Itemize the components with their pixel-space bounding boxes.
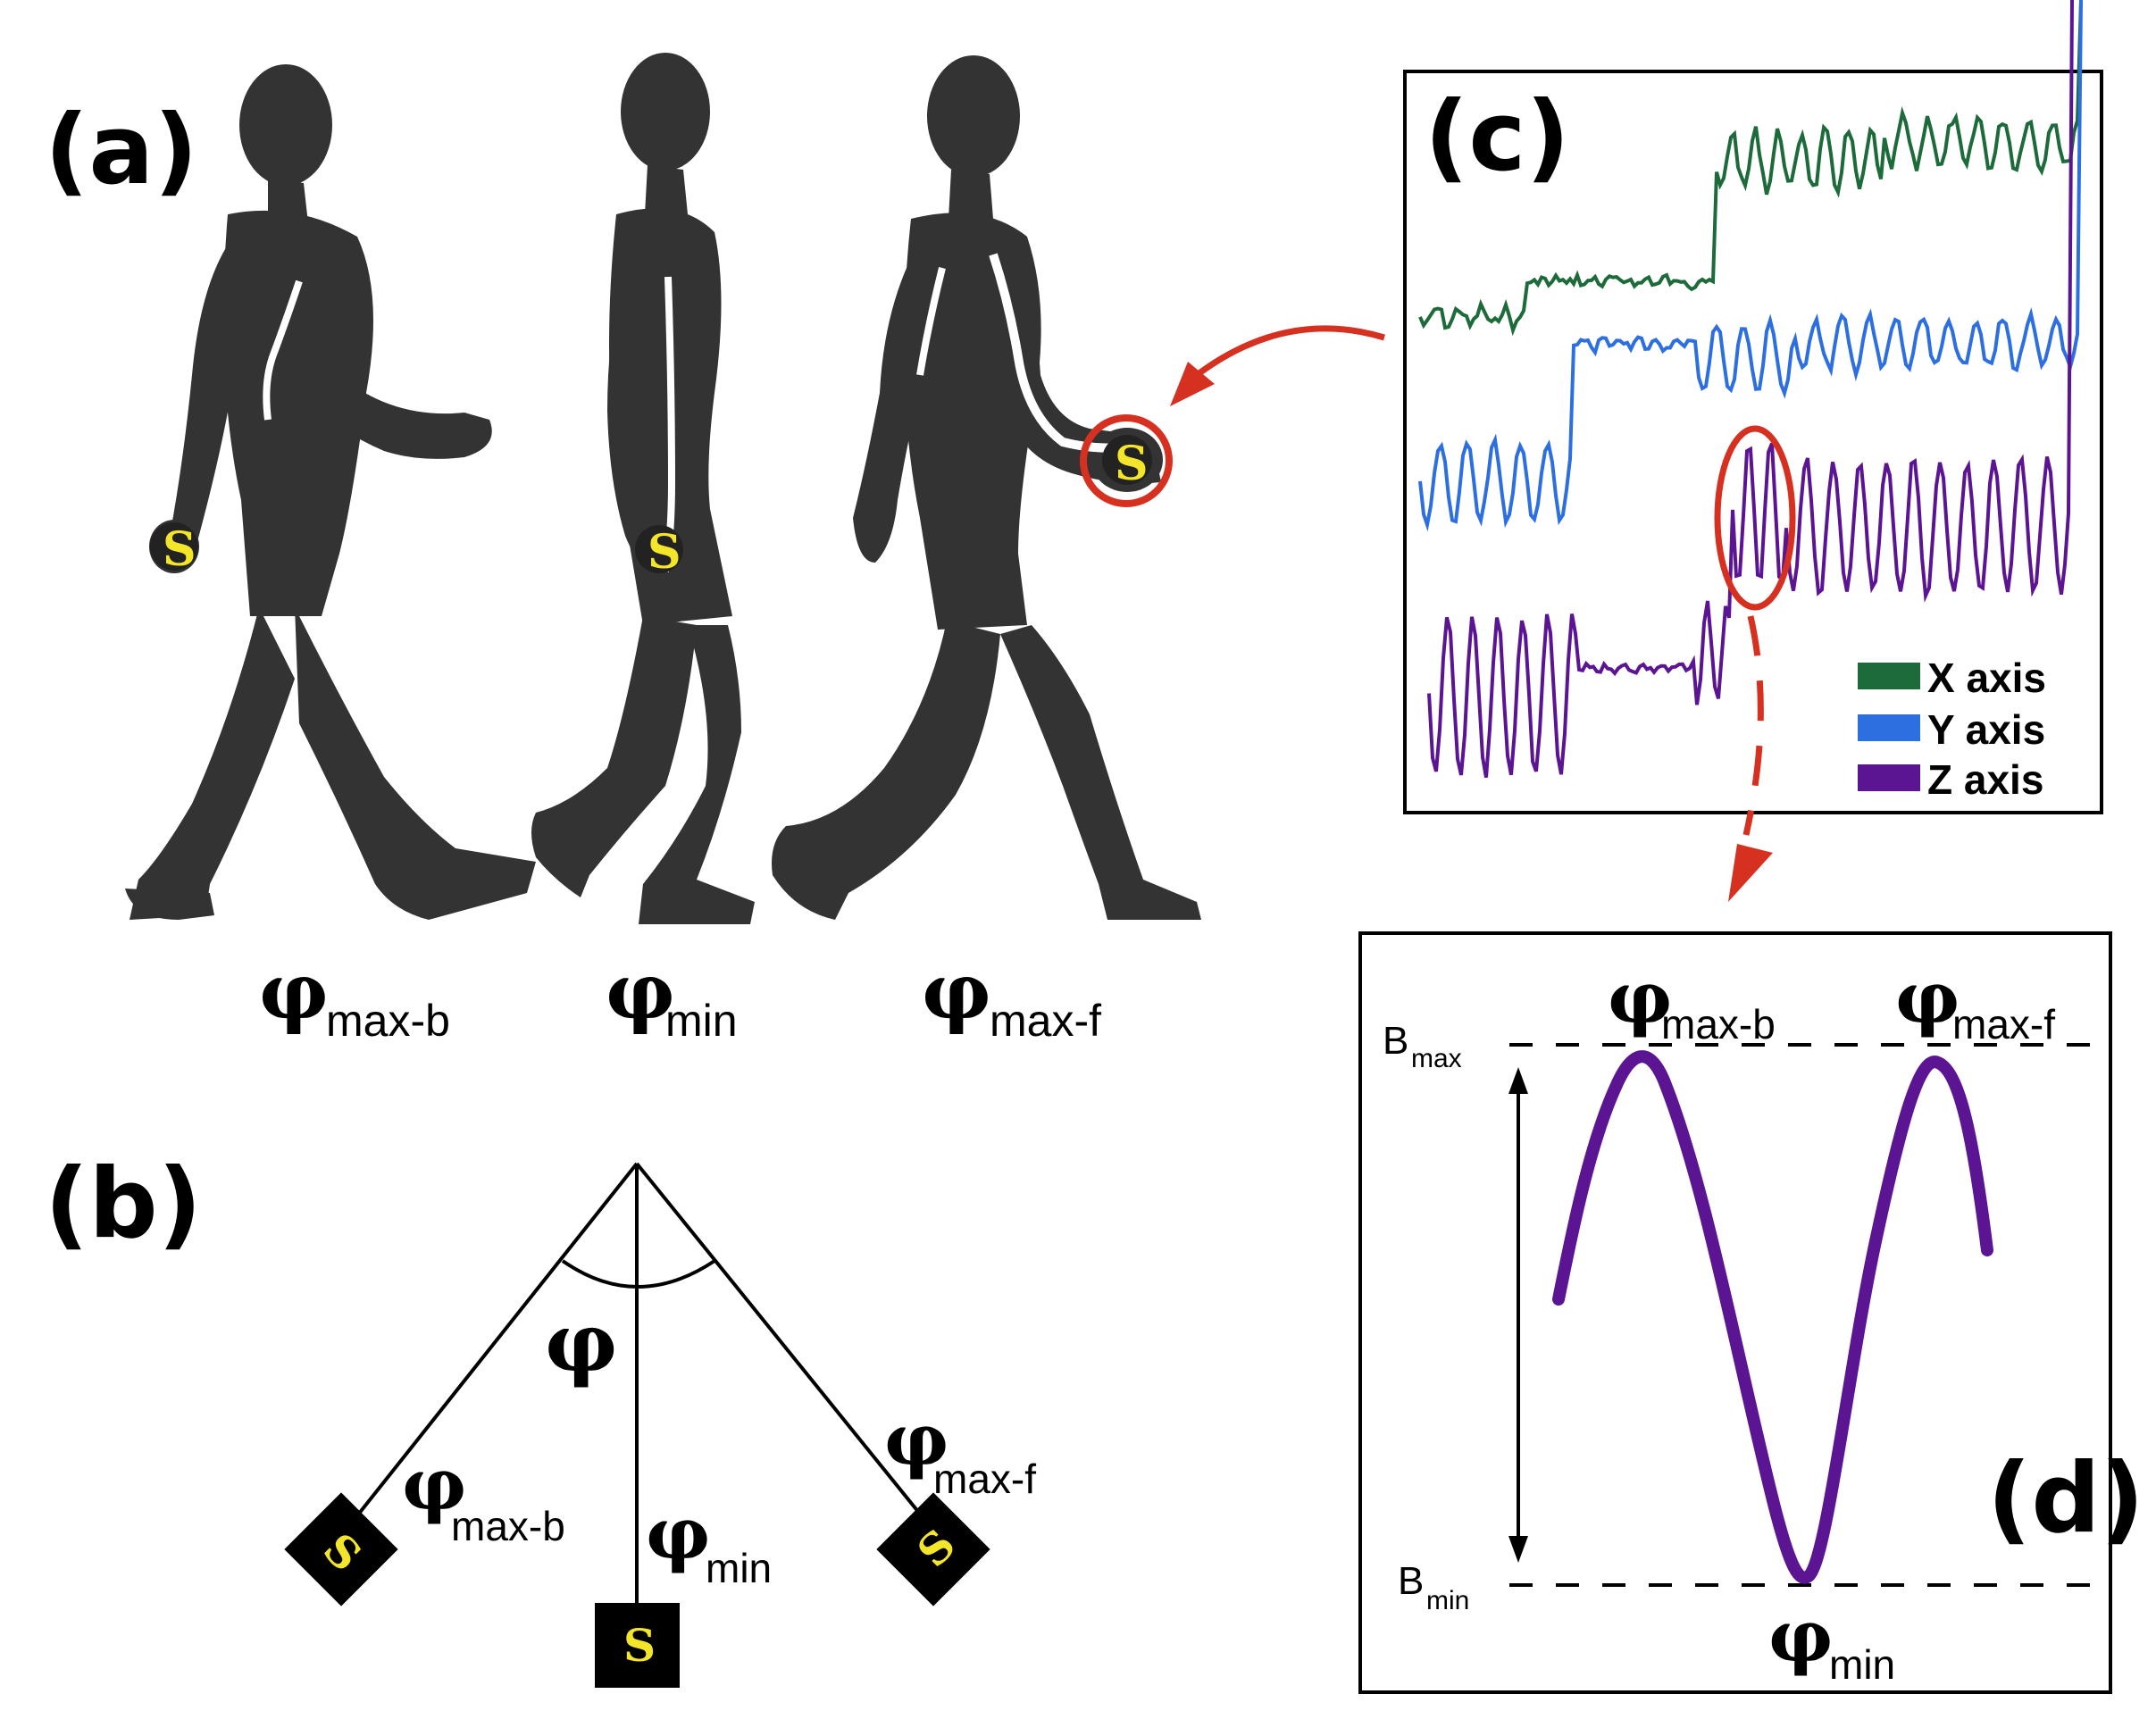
- phi-symbol: φ: [1608, 955, 1672, 1039]
- phi-sub-max-b: max-b: [326, 996, 450, 1046]
- phi-symbol: φ: [606, 947, 675, 1037]
- legend: X axis Y axis Z axis: [1858, 655, 2046, 803]
- legend-label-z: Z axis: [1927, 756, 2043, 803]
- zoom-highlight-ellipse: [1714, 425, 1796, 611]
- panel-c: (c) X axis Y axis Z axis: [1403, 0, 2103, 814]
- phi-sub-max-f: max-f: [933, 1456, 1036, 1502]
- walker-3-arm-highlight: [989, 253, 1131, 453]
- arrow-to-detail: [1728, 615, 1773, 902]
- panel-d-label: (d): [1987, 1443, 2144, 1555]
- b-max-sub: max: [1411, 1044, 1462, 1073]
- panel-b-label: (b): [45, 1148, 202, 1260]
- sensor-highlight-circle: [1080, 414, 1173, 507]
- phi-sub-min: min: [1829, 1641, 1895, 1688]
- phi-symbol: φ: [402, 1442, 466, 1526]
- legend-label-y: Y axis: [1927, 706, 2045, 753]
- b-min-label: B: [1398, 1559, 1424, 1603]
- walker-phase-labels: φ max-b φ min φ max-f: [259, 947, 1101, 1046]
- legend-swatch-x: [1858, 663, 1920, 689]
- sensor-box-min: S: [595, 1603, 680, 1688]
- angle-arc: [561, 1259, 716, 1289]
- walker-3-back-arm-highlight: [916, 267, 946, 376]
- panel-c-frame: [1403, 70, 2103, 814]
- walker-silhouette-max-f: [772, 55, 1201, 920]
- walker-silhouette-min: [531, 53, 755, 924]
- panel-b: (b) φ S S S φ max-b φ min φ max-f: [45, 1148, 1036, 1688]
- legend-swatch-z: [1858, 764, 1920, 791]
- b-max-label: B: [1383, 1019, 1408, 1063]
- sensor-label: S: [163, 522, 196, 577]
- phi-symbol: φ: [1768, 1594, 1833, 1678]
- single-oscillation-curve: [1552, 1050, 1993, 1584]
- phi-sub-max-f: max-f: [990, 996, 1101, 1046]
- phi-sub-max-b: max-b: [1661, 1001, 1776, 1047]
- panel-a: (a) S: [45, 53, 1201, 1046]
- sensor-label: S: [1115, 437, 1149, 491]
- pendulum-rod-front: [635, 1162, 940, 1538]
- walker-1-arm-highlight: [263, 280, 303, 421]
- arrow-to-sensor: [1170, 325, 1386, 406]
- z-axis-signal-trace: [1427, 0, 2074, 778]
- sensor-marker-walker-2: S: [635, 525, 683, 580]
- panel-c-label: (c): [1425, 81, 1570, 193]
- panel-a-label: (a): [45, 95, 198, 206]
- sensor-box-max-f: S: [876, 1492, 990, 1606]
- phi-symbol: φ: [1895, 955, 1960, 1039]
- phi-symbol: φ: [646, 1491, 710, 1575]
- sensor-box-max-b: S: [284, 1492, 398, 1606]
- sensor-label: S: [623, 1619, 656, 1672]
- phi-sub-min: min: [706, 1545, 772, 1591]
- b-min-sub: min: [1426, 1586, 1469, 1615]
- sensor-marker-walker-1: S: [150, 522, 198, 577]
- phi-sub-max-f: max-f: [1952, 1001, 2055, 1047]
- angle-phi-label: φ: [545, 1296, 617, 1390]
- phi-sub-min: min: [665, 996, 738, 1046]
- walker-silhouette-max-b: [125, 64, 536, 920]
- pendulum-rod-back: [339, 1162, 639, 1538]
- phi-symbol: φ: [884, 1398, 948, 1481]
- phi-symbol: φ: [259, 947, 329, 1037]
- panel-d: B max B min φ max-b φ max-f φ min (d): [1358, 931, 2144, 1694]
- legend-label-x: X axis: [1927, 655, 2046, 701]
- sensor-label: S: [648, 525, 681, 580]
- x-axis-signal-trace: [1418, 0, 2083, 337]
- legend-swatch-y: [1858, 714, 1920, 741]
- sensor-marker-walker-3: S: [1102, 435, 1152, 491]
- phi-sub-max-b: max-b: [451, 1503, 565, 1549]
- amplitude-double-arrow: [1508, 1067, 1528, 1563]
- phi-symbol: φ: [922, 947, 991, 1037]
- y-axis-signal-trace: [1418, 0, 2083, 532]
